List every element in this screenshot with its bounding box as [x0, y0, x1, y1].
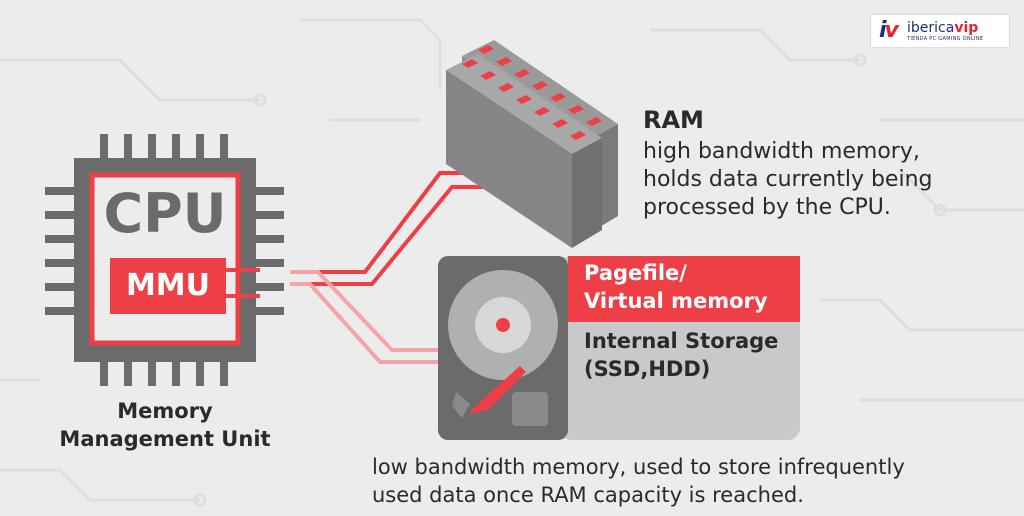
- cpu-label: CPU: [103, 182, 227, 245]
- hdd-spindle: [496, 318, 510, 332]
- brand-logo: iv ibericavip TIENDA PC GAMING ONLINE: [870, 14, 1010, 48]
- hdd-actuator: [512, 392, 548, 426]
- mmu-box: [110, 258, 226, 314]
- line-cpu-storage-1: [290, 270, 456, 352]
- hdd-arm: [468, 366, 526, 414]
- pagefile-line1: Pagefile/: [584, 261, 687, 285]
- ram-desc-line1: high bandwidth memory,: [643, 139, 920, 164]
- storage-title-line1: Internal Storage: [584, 329, 779, 353]
- cpu-pins: [45, 134, 284, 386]
- ram-icon: [446, 40, 618, 248]
- brand-mark-icon: iv: [879, 18, 899, 43]
- storage-desc-line2: used data once RAM capacity is reached.: [372, 483, 804, 507]
- circuit-background: [0, 18, 1024, 507]
- storage-panel: [438, 256, 800, 440]
- brand-tagline: TIENDA PC GAMING ONLINE: [907, 36, 984, 42]
- storage-desc-line1: low bandwidth memory, used to store infr…: [372, 455, 905, 479]
- storage-title-line2: (SSD,HDD): [584, 357, 711, 381]
- ram-title: RAM: [643, 106, 704, 134]
- pagefile-banner: [568, 256, 800, 322]
- cpu-caption-line1: Memory: [117, 399, 213, 423]
- brand-name: ibericavip: [907, 20, 979, 36]
- mmu-label: MMU: [125, 268, 211, 303]
- cpu-caption-line2: Management Unit: [59, 427, 271, 451]
- ram-stick-front: [446, 54, 602, 248]
- pagefile-line2: Virtual memory: [584, 289, 768, 313]
- ram-desc-line2: holds data currently being: [643, 167, 933, 192]
- ram-desc-line3: processed by the CPU.: [643, 195, 891, 220]
- mmu-connector: [226, 268, 260, 298]
- cpu-chip: [45, 134, 284, 386]
- line-cpu-storage-2: [290, 282, 456, 364]
